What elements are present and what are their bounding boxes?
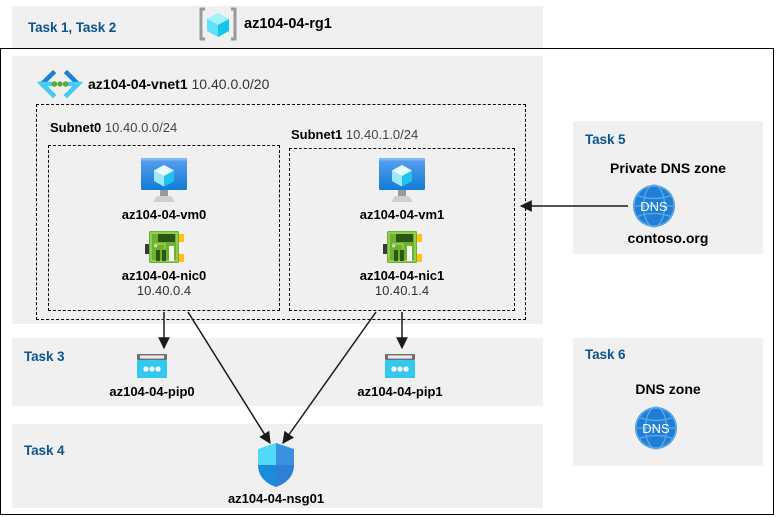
task-label-6: Task 6 xyxy=(585,347,626,362)
subnet1-box xyxy=(289,148,515,311)
nsg-node[interactable]: az104-04-nsg01 xyxy=(196,441,356,506)
subnet1-prefix: 10.40.1.0/24 xyxy=(345,127,419,142)
subnets-container xyxy=(36,104,526,320)
dns-zone-heading: DNS zone xyxy=(635,381,701,397)
vm0-node[interactable]: az104-04-vm0 xyxy=(84,155,244,222)
svg-text:DNS: DNS xyxy=(642,421,670,436)
public-ip-address-icon xyxy=(320,352,480,382)
subnet0-prefix: 10.40.0.0/24 xyxy=(104,120,178,135)
svg-text:DNS: DNS xyxy=(640,199,668,214)
resource-group-name: az104-04-rg1 xyxy=(244,16,332,32)
dns-globe-icon: DNS xyxy=(630,182,678,230)
virtual-machine-icon xyxy=(84,155,244,205)
nic1-node[interactable]: az104-04-nic1 10.40.1.4 xyxy=(322,228,482,298)
public-ip-address-icon xyxy=(72,352,232,382)
nic1-ip: 10.40.1.4 xyxy=(374,283,430,298)
pip0-name: az104-04-pip0 xyxy=(109,384,195,399)
vm1-name: az104-04-vm1 xyxy=(359,207,445,222)
private-dns-zone-panel xyxy=(573,121,763,254)
pip1-name: az104-04-pip1 xyxy=(357,384,443,399)
subnet0-box xyxy=(48,145,280,311)
task-label-3: Task 3 xyxy=(24,349,65,364)
nic0-ip: 10.40.0.4 xyxy=(136,283,192,298)
nic1-name: az104-04-nic1 xyxy=(359,268,445,283)
network-interface-icon xyxy=(84,228,244,266)
pip1-node[interactable]: az104-04-pip1 xyxy=(320,352,480,399)
task-label-4: Task 4 xyxy=(24,443,65,458)
resource-group-icon xyxy=(198,6,238,42)
virtual-machine-icon xyxy=(322,155,482,205)
dns-globe-icon: DNS xyxy=(632,404,680,452)
subnet1-name: Subnet1 xyxy=(291,127,343,142)
task-label-5: Task 5 xyxy=(585,132,626,147)
virtual-network-container xyxy=(12,56,543,324)
vm0-name: az104-04-vm0 xyxy=(121,207,207,222)
private-dns-zone-name: contoso.org xyxy=(627,230,709,246)
subnet0-title: Subnet0 10.40.0.0/24 xyxy=(50,120,177,135)
resource-group-band xyxy=(12,6,543,48)
private-dns-zone-heading: Private DNS zone xyxy=(610,160,726,176)
virtual-network-icon xyxy=(36,69,84,99)
nic0-name: az104-04-nic0 xyxy=(121,268,207,283)
virtual-network-name: az104-04-vnet1 xyxy=(88,76,188,92)
public-ip-band xyxy=(12,338,543,406)
subnet0-name: Subnet0 xyxy=(50,120,102,135)
pip0-node[interactable]: az104-04-pip0 xyxy=(72,352,232,399)
task-label-1-2: Task 1, Task 2 xyxy=(28,20,117,35)
network-security-group-shield-icon xyxy=(196,441,356,489)
network-interface-icon xyxy=(322,228,482,266)
vm1-node[interactable]: az104-04-vm1 xyxy=(322,155,482,222)
subnet1-title: Subnet1 10.40.1.0/24 xyxy=(291,127,418,142)
virtual-network-title: az104-04-vnet1 10.40.0.0/20 xyxy=(88,76,269,92)
virtual-network-address-space: 10.40.0.0/20 xyxy=(191,76,270,92)
nic0-node[interactable]: az104-04-nic0 10.40.0.4 xyxy=(84,228,244,298)
nsg-name: az104-04-nsg01 xyxy=(227,491,325,506)
